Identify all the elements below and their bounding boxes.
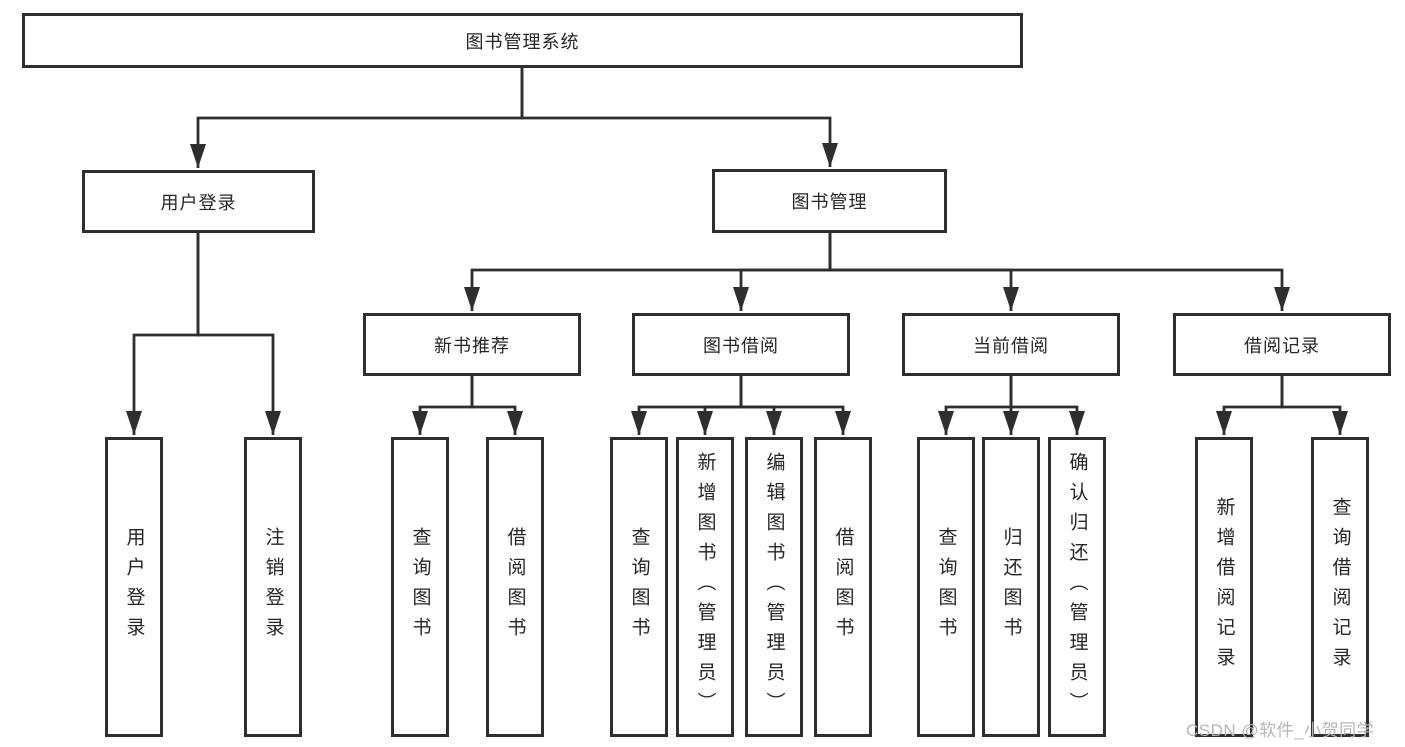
connector-book-borrowing-to-borrow-books: [739, 376, 851, 435]
leaf-borrowing-borrow-books: 借阅图书: [814, 437, 872, 737]
leaf-records-add-record: 新增借阅记录: [1195, 437, 1253, 737]
connector-book-borrowing-to-query-books: [631, 376, 743, 435]
leaf-borrowing-edit-books-admin-label: 编辑图书（管理员）: [763, 452, 785, 722]
connector-current-borrowing-to-query-books: [938, 376, 1013, 435]
connector-book-borrowing-to-add-books: [697, 376, 743, 435]
node-borrowing-records: 借阅记录: [1173, 313, 1391, 376]
csdn-watermark: CSDN @软件_小贺同学: [1186, 721, 1375, 740]
leaf-records-add-record-label: 新增借阅记录: [1213, 497, 1235, 677]
connector-borrowing-records-to-query-record: [1280, 376, 1348, 435]
node-book-borrowing: 图书借阅: [632, 313, 850, 376]
connector-borrowing-records-to-add-record: [1216, 376, 1284, 435]
leaf-records-query-record: 查询借阅记录: [1311, 437, 1369, 737]
connector-book-management-to-current-borrowing: [828, 233, 1019, 311]
leaf-user-login-label: 用户登录: [123, 527, 145, 647]
node-current-borrowing: 当前借阅: [902, 313, 1120, 376]
connector-new-book-recommend-to-borrow-books: [470, 376, 523, 435]
node-book-management: 图书管理: [712, 169, 947, 233]
connector-book-management-to-borrowing-records: [828, 233, 1290, 311]
leaf-logout-label: 注销登录: [262, 527, 284, 647]
leaf-borrowing-query-books-label: 查询图书: [628, 527, 650, 647]
leaf-borrowing-borrow-books-label: 借阅图书: [832, 527, 854, 647]
leaf-current-return-books-label: 归还图书: [1000, 527, 1022, 647]
leaf-recommend-query-books: 查询图书: [391, 437, 449, 737]
leaf-current-confirm-return-admin: 确认归还（管理员）: [1048, 437, 1106, 737]
node-user-login-label: 用户登录: [160, 192, 237, 213]
node-current-borrowing-label: 当前借阅: [973, 335, 1049, 356]
node-book-borrowing-label: 图书借阅: [703, 335, 779, 356]
leaf-borrowing-add-books-admin: 新增图书（管理员）: [676, 437, 734, 737]
connector-book-management-to-book-borrowing: [733, 233, 832, 311]
leaf-user-login: 用户登录: [105, 437, 163, 737]
node-root-system: 图书管理系统: [22, 13, 1023, 68]
node-new-book-recommend-label: 新书推荐: [434, 335, 510, 356]
leaf-current-confirm-return-admin-label: 确认归还（管理员）: [1066, 452, 1088, 722]
leaf-recommend-borrow-books: 借阅图书: [486, 437, 544, 737]
leaf-current-return-books: 归还图书: [982, 437, 1040, 737]
leaf-recommend-borrow-books-label: 借阅图书: [504, 527, 526, 647]
node-borrowing-records-label: 借阅记录: [1244, 335, 1320, 356]
leaf-records-query-record-label: 查询借阅记录: [1329, 497, 1351, 677]
leaf-borrowing-edit-books-admin: 编辑图书（管理员）: [745, 437, 803, 737]
connector-book-management-to-new-book-recommend: [464, 233, 832, 311]
node-book-management-label: 图书管理: [791, 192, 868, 212]
leaf-borrowing-add-books-admin-label: 新增图书（管理员）: [694, 452, 716, 722]
connector-root-to-book-management: [520, 67, 838, 167]
leaf-recommend-query-books-label: 查询图书: [409, 527, 431, 647]
connector-book-borrowing-to-edit-books: [739, 376, 782, 435]
connector-root-to-user-login: [190, 67, 524, 168]
node-root-system-label: 图书管理系统: [465, 31, 580, 52]
leaf-current-query-books-label: 查询图书: [935, 527, 957, 647]
connector-new-book-recommend-to-query-books: [412, 376, 474, 435]
node-new-book-recommend: 新书推荐: [363, 313, 581, 376]
connector-user-login-to-leaf-user-login: [126, 233, 200, 435]
leaf-borrowing-query-books: 查询图书: [610, 437, 668, 737]
connector-user-login-to-leaf-logout: [196, 233, 281, 435]
node-user-login: 用户登录: [82, 170, 315, 233]
connector-current-borrowing-to-confirm-return: [1009, 376, 1085, 435]
leaf-logout: 注销登录: [244, 437, 302, 737]
leaf-current-query-books: 查询图书: [917, 437, 975, 737]
